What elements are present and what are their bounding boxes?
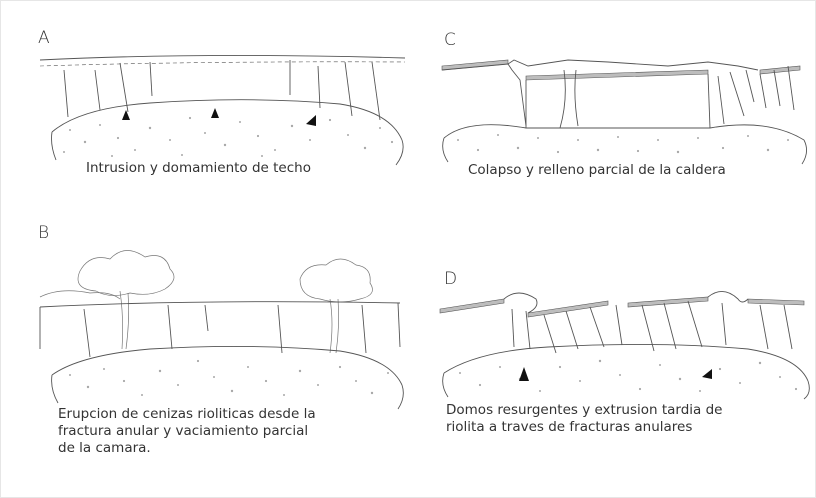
panel-c-sketch	[441, 59, 807, 165]
panel-b-caption-line-3: de la camara.	[58, 440, 151, 456]
ash-cloud-right	[299, 258, 373, 354]
panel-c: C	[408, 0, 816, 249]
panel-b-caption: Erupcion de cenizas rioliticas desde la …	[58, 406, 316, 457]
panel-d-sketch	[439, 291, 810, 400]
panel-d: D	[408, 249, 816, 498]
arrows-a	[122, 108, 316, 126]
magma-dots	[69, 359, 389, 396]
panel-b-caption-line-1: Erupcion de cenizas rioliticas desde la	[58, 406, 316, 422]
panel-b-caption-line-2: fractura anular y vaciamiento parcial	[58, 423, 309, 439]
arrows-d	[519, 367, 712, 381]
ash-cloud-left	[39, 250, 175, 350]
panel-a-sketch	[39, 54, 406, 166]
panel-a: A	[0, 0, 408, 249]
panel-d-letter: D	[444, 269, 458, 289]
panel-b-sketch	[39, 250, 404, 410]
panel-d-caption: Domos resurgentes y extrusion tardia de …	[446, 402, 722, 436]
magma-dots	[63, 116, 394, 157]
panel-a-caption-line: Intrusion y domamiento de techo	[86, 160, 311, 176]
magma-dots	[459, 359, 798, 392]
panel-c-caption-line: Colapso y relleno parcial de la caldera	[468, 162, 726, 178]
panel-c-letter: C	[444, 30, 456, 50]
panel-d-caption-line-1: Domos resurgentes y extrusion tardia de	[446, 402, 723, 418]
magma-dots	[457, 134, 789, 154]
panel-b-letter: B	[38, 223, 50, 243]
panel-d-caption-line-2: riolita a traves de fracturas anulares	[446, 419, 693, 435]
panel-b: B	[0, 225, 408, 498]
panel-a-caption: Intrusion y domamiento de techo	[86, 160, 311, 177]
panel-a-letter: A	[38, 28, 50, 48]
panel-c-caption: Colapso y relleno parcial de la caldera	[468, 162, 726, 179]
